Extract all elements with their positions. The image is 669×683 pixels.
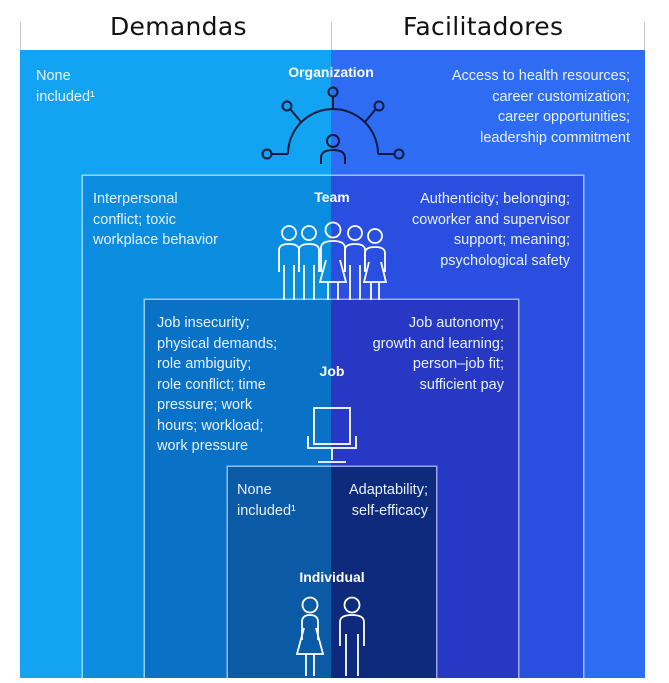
- organization-level-label: Organization: [288, 64, 374, 80]
- header-divider-left: [20, 22, 21, 50]
- bottom-edge: [0, 678, 669, 683]
- demands-column-title: Demandas: [110, 12, 247, 41]
- desk-chair-icon: [307, 407, 357, 463]
- enablers-column-title: Facilitadores: [403, 12, 564, 41]
- individual-demands-area: [228, 467, 331, 680]
- organization-enablers-text: Access to health resources; career custo…: [451, 68, 630, 146]
- network-person-icon: [261, 86, 405, 164]
- team-level-label: Team: [314, 189, 350, 205]
- header-divider-right: [644, 22, 645, 50]
- job-level-label: Job: [319, 363, 345, 379]
- job-demands-text: Job insecurity; physical demands; role a…: [157, 315, 278, 454]
- individual-enablers-text: Adaptability; self-efficacy: [349, 482, 428, 519]
- organization-demands-text: None included¹: [36, 68, 95, 105]
- woman-and-man-icon: [295, 596, 365, 676]
- team-enablers-text: Authenticity; belonging; coworker and su…: [412, 191, 570, 269]
- individual-level-label: Individual: [299, 569, 365, 585]
- individual-panel: [228, 467, 436, 680]
- individual-demands-text: None included¹: [237, 482, 296, 519]
- job-enablers-text: Job autonomy; growth and learning; perso…: [372, 315, 504, 393]
- individual-enablers-area: [331, 467, 436, 680]
- column-header: Demandas Facilitadores: [0, 0, 669, 50]
- group-of-people-icon: [278, 221, 388, 300]
- team-demands-text: Interpersonal conflict; toxic workplace …: [93, 191, 218, 248]
- header-divider-center: [331, 22, 332, 50]
